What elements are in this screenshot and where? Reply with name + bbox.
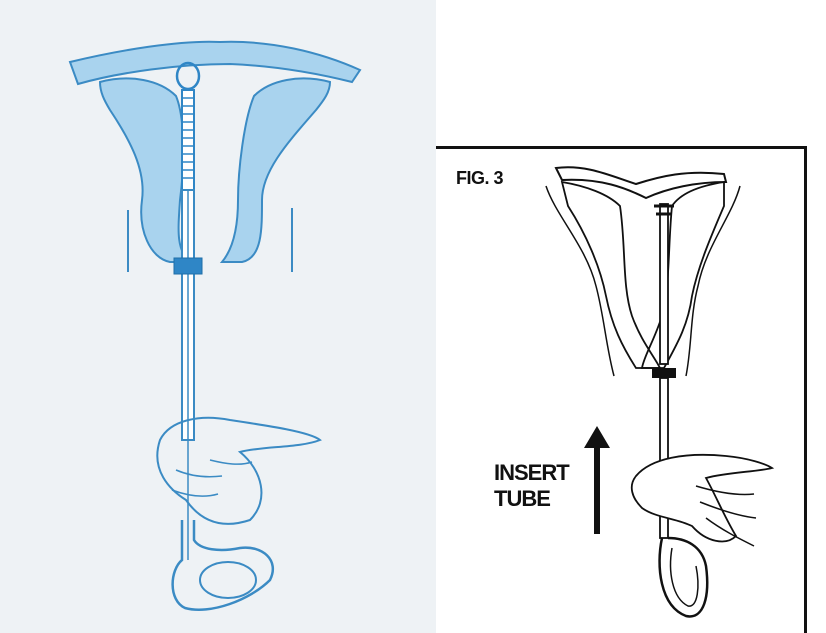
insert-label-line1: INSERT bbox=[494, 460, 584, 486]
insert-tube-label: INSERT TUBE bbox=[494, 460, 584, 512]
fig3-uterus-right bbox=[642, 182, 724, 368]
iud-stem bbox=[182, 90, 194, 190]
fig3-uterus-top bbox=[556, 167, 726, 198]
iud-head bbox=[177, 63, 199, 89]
insert-arrow-icon bbox=[584, 426, 610, 534]
finger-lines bbox=[172, 460, 252, 496]
fig3-iud-stem bbox=[660, 204, 668, 364]
uterus-top-band bbox=[70, 42, 360, 84]
fig3-outer-contour bbox=[546, 186, 740, 376]
uterus-right-wall bbox=[222, 78, 330, 262]
uterus-left-wall bbox=[100, 78, 190, 262]
iud-insertion-blue-illustration bbox=[0, 0, 436, 633]
fig3-ring-handle bbox=[660, 538, 708, 616]
figure-label: FIG. 3 bbox=[456, 168, 503, 189]
iud-insertion-fig3-illustration bbox=[436, 146, 806, 633]
inserter-ring-hole bbox=[200, 562, 256, 598]
fig3-hand bbox=[632, 455, 772, 542]
insert-label-line2: TUBE bbox=[494, 486, 584, 512]
depth-flange bbox=[174, 258, 202, 274]
fig3-flange bbox=[652, 368, 676, 378]
fig3-uterus-left bbox=[562, 182, 660, 368]
fig3-ring-inner bbox=[671, 548, 698, 606]
left-illustration-panel bbox=[0, 0, 436, 633]
